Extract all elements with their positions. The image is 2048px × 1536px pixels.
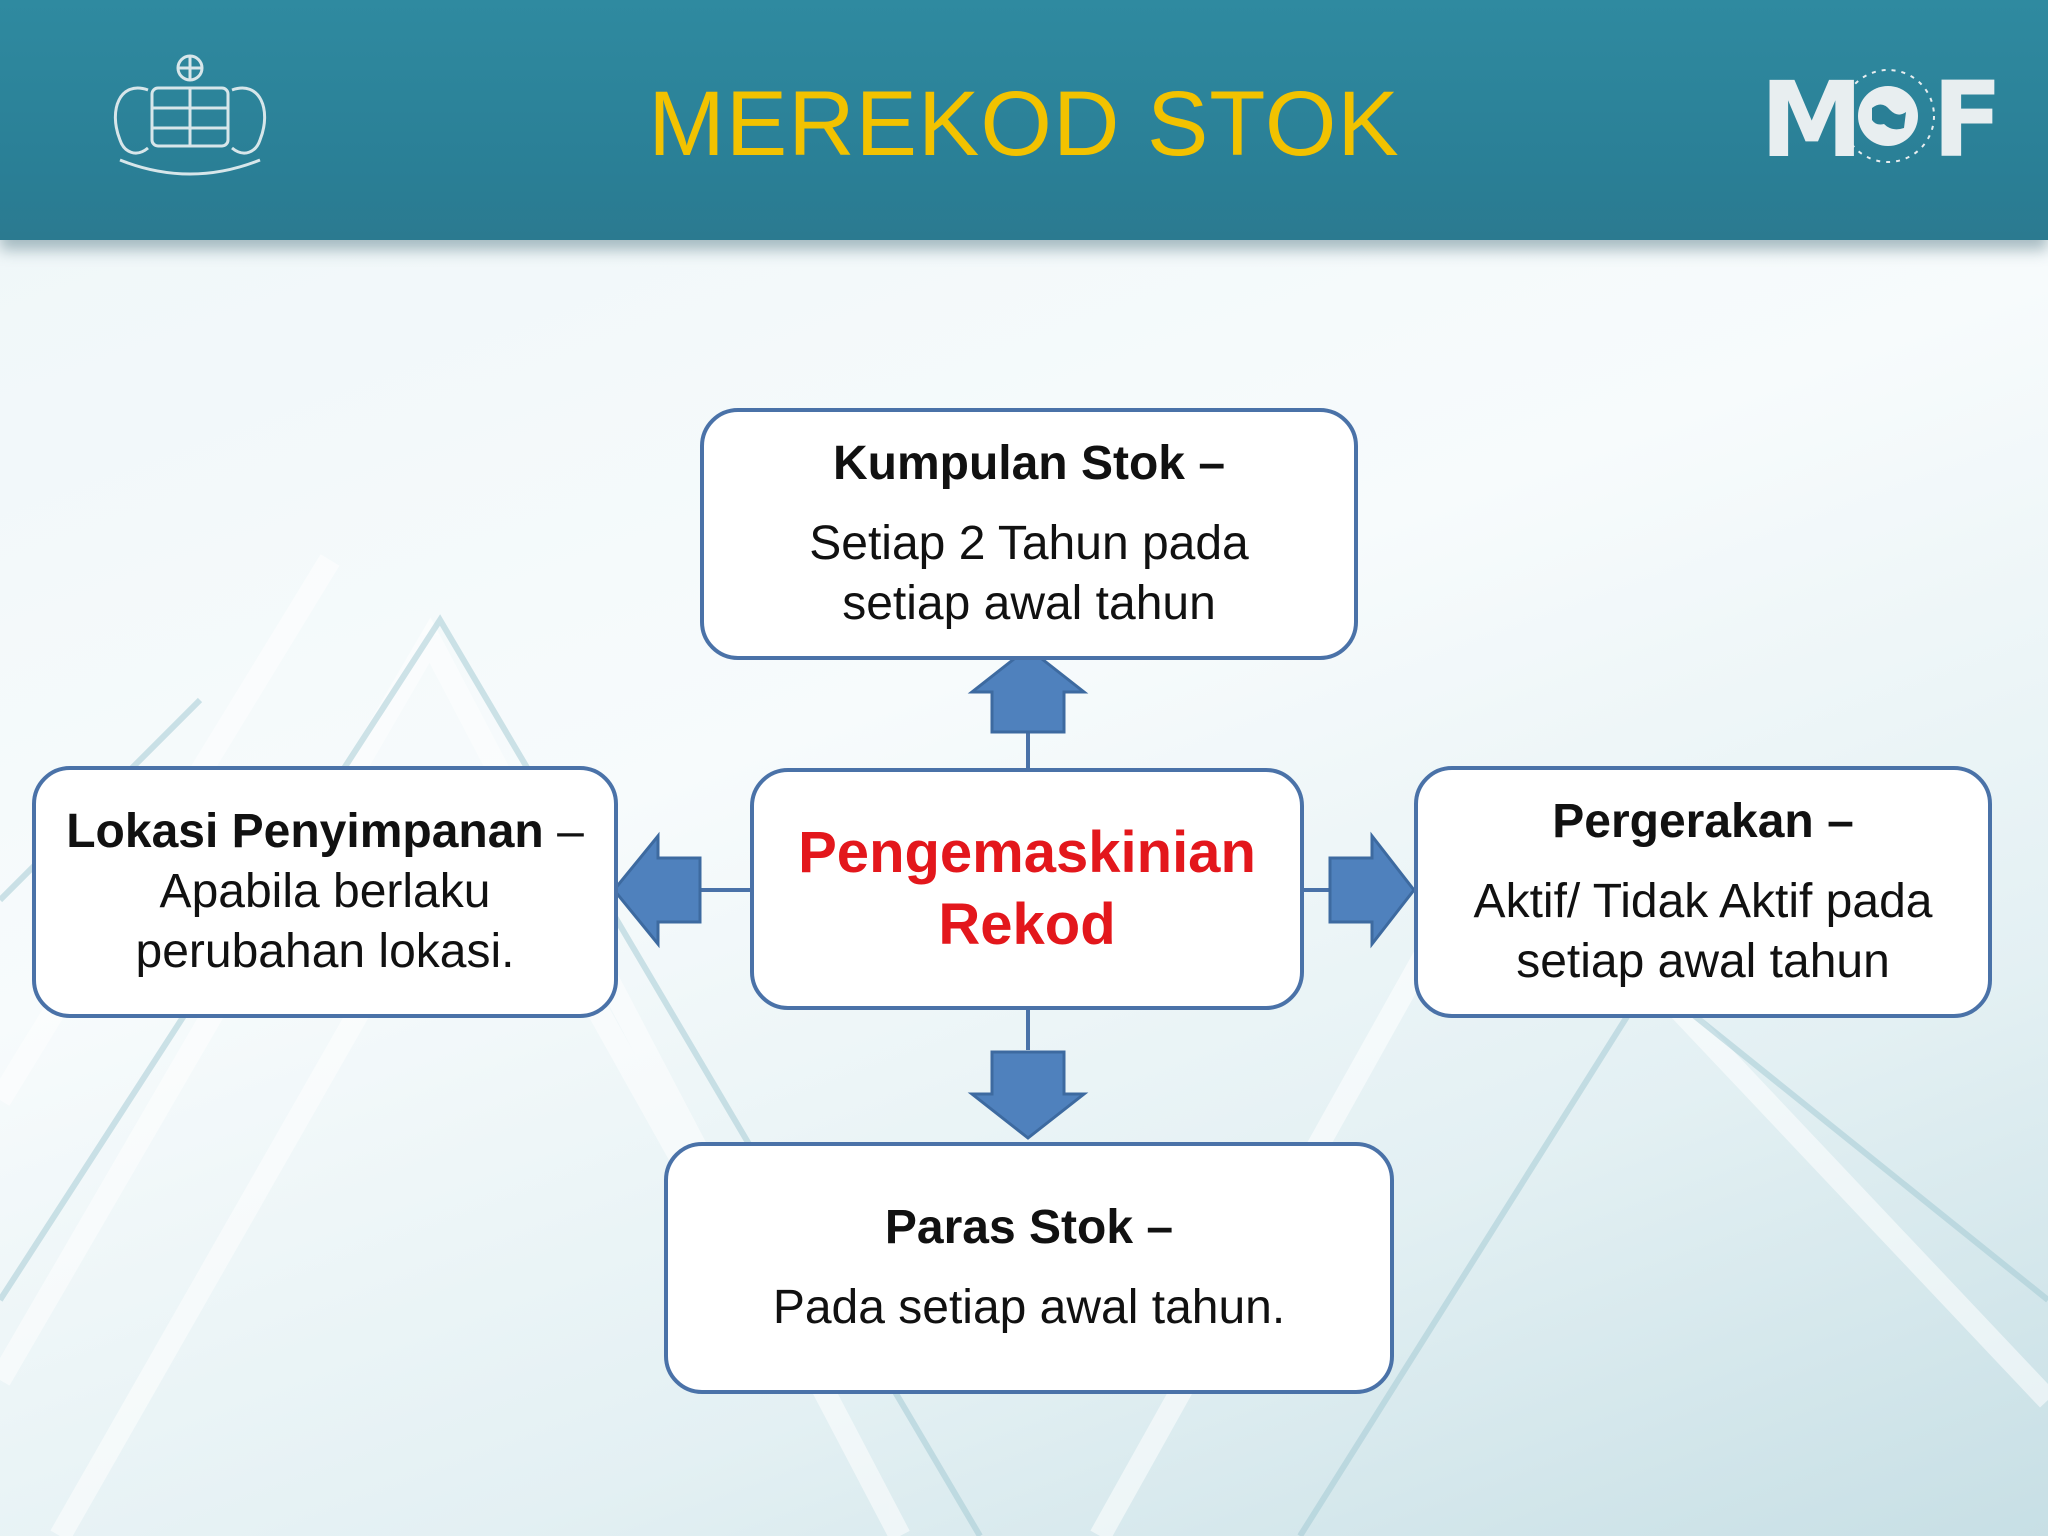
heading-bold: Lokasi Penyimpanan <box>66 805 544 858</box>
malaysia-coat-of-arms-logo <box>113 54 267 176</box>
box-pergerakan: Pergerakan – Aktif/ Tidak Aktif pada set… <box>1414 766 1992 1018</box>
box-text-line: setiap awal tahun <box>842 577 1216 630</box>
slide-title: MEREKOD STOK <box>648 73 1400 175</box>
box-lokasi-penyimpanan: Lokasi Penyimpanan – Apabila berlaku per… <box>32 766 618 1018</box>
center-title-line: Pengemaskinian <box>798 820 1256 885</box>
box-heading: Kumpulan Stok – <box>832 437 1226 490</box>
arrow-left-icon <box>612 831 702 949</box>
box-heading: Paras Stok – <box>884 1201 1174 1254</box>
box-heading: Lokasi Penyimpanan – <box>66 802 584 862</box>
box-text-line: setiap awal tahun <box>1516 935 1890 988</box>
mof-treasury-logo: M F <box>1760 59 2003 181</box>
box-text-line: Apabila berlaku <box>159 865 491 918</box>
box-text-line: Aktif/ Tidak Aktif pada <box>1473 875 1933 928</box>
box-kumpulan-stok: Kumpulan Stok – Setiap 2 Tahun pada seti… <box>700 408 1358 660</box>
arrow-up-icon <box>967 646 1089 734</box>
center-title-line: Rekod <box>938 892 1116 957</box>
arrow-down-icon <box>967 1050 1089 1140</box>
box-pengemaskinian-rekod: Pengemaskinian Rekod <box>750 768 1304 1010</box>
logo-letter-f: F <box>1932 59 2004 181</box>
box-text-line: Pada setiap awal tahun. <box>772 1281 1286 1334</box>
heading-dash: – <box>543 805 584 858</box>
box-paras-stok: Paras Stok – Pada setiap awal tahun. <box>664 1142 1394 1394</box>
header-band: MEREKOD STOK M F <box>0 0 2048 240</box>
box-text-line: perubahan lokasi. <box>135 925 515 978</box>
box-text-line: Setiap 2 Tahun pada <box>809 517 1249 570</box>
globe-icon <box>1841 69 1935 163</box>
arrow-right-icon <box>1328 831 1416 949</box>
box-heading: Pergerakan – <box>1552 795 1854 848</box>
logo-letter-m: M <box>1760 59 1864 181</box>
